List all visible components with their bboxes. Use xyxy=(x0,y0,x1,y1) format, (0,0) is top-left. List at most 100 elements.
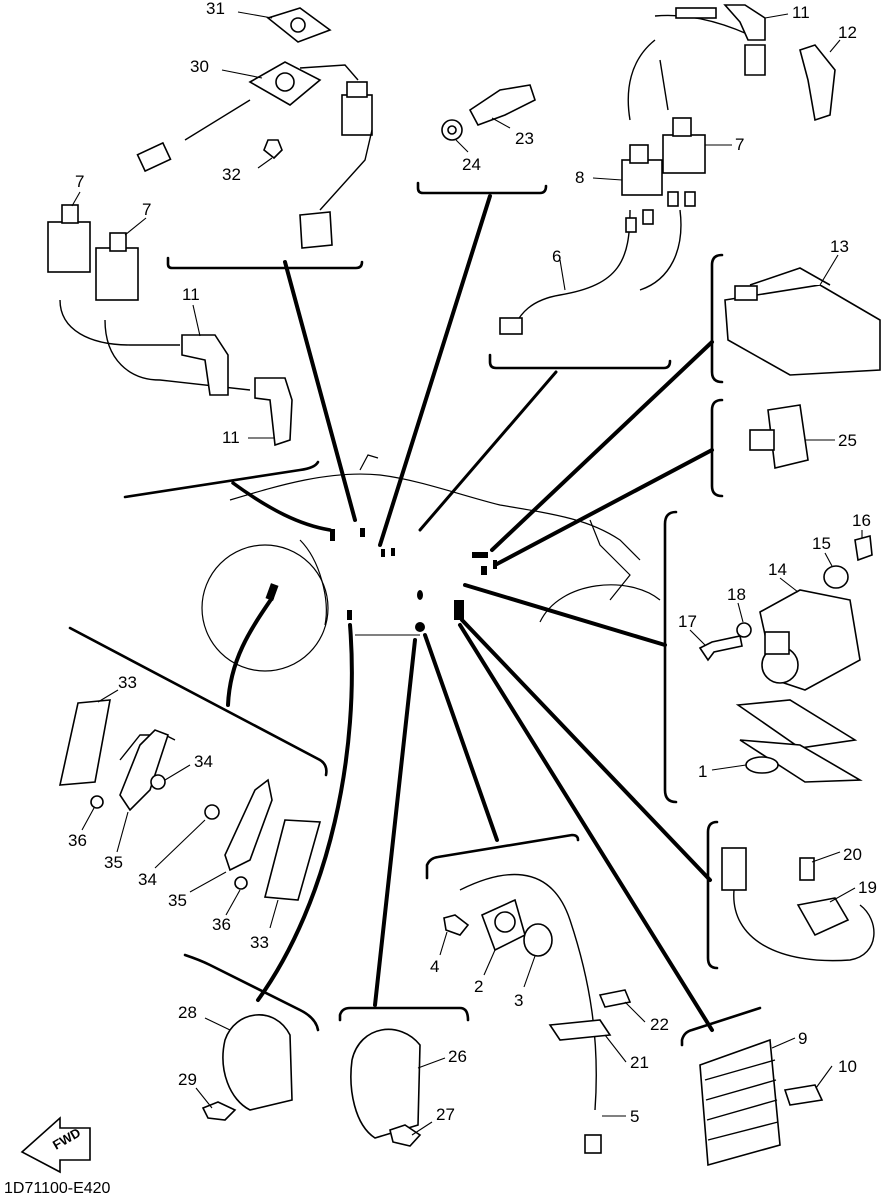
sender-wire xyxy=(184,99,251,141)
mark-cdi xyxy=(472,552,488,558)
lead-17 xyxy=(689,629,706,646)
sender-port xyxy=(275,72,295,92)
group-brackets xyxy=(68,181,762,1047)
cdi-unit-assembly xyxy=(724,267,881,376)
seat-outline xyxy=(359,454,379,471)
fwd-arrow: FWD xyxy=(20,1116,91,1174)
lead-8 xyxy=(592,177,623,181)
callout-2: 2 xyxy=(474,977,483,996)
stay-35b xyxy=(224,778,273,872)
washer-18 xyxy=(736,622,752,638)
callout-21: 21 xyxy=(630,1053,649,1072)
plug-cap-12 xyxy=(799,44,836,122)
plug-cap-11a xyxy=(723,4,766,41)
harness-6 xyxy=(514,209,631,326)
grommet-15 xyxy=(823,565,849,589)
rear-fender-outline xyxy=(299,539,327,626)
bracket-fuel-sender xyxy=(166,256,364,270)
starter-relay-coupler xyxy=(764,631,790,655)
coil-harness-assembly xyxy=(499,4,836,335)
switch-23 xyxy=(468,84,536,126)
mark-relay xyxy=(481,566,487,575)
bracket-starter-relay xyxy=(663,510,678,804)
callout-22: 22 xyxy=(650,1015,669,1034)
lead-21 xyxy=(604,1034,627,1063)
lead-11b xyxy=(192,304,201,337)
callout-11-top: 11 xyxy=(792,3,810,22)
bracket-relay xyxy=(710,398,724,498)
bracket-neutral xyxy=(425,833,580,880)
leader-relay xyxy=(493,448,714,567)
lead-36a xyxy=(81,807,95,831)
mark-horn xyxy=(415,622,425,632)
screw-32 xyxy=(263,139,283,160)
nut-34b xyxy=(204,804,220,820)
lead-35a xyxy=(116,811,129,853)
plug-cap-11a-body xyxy=(744,44,766,76)
ign-lead-a xyxy=(59,299,180,346)
callout-7-left-b: 7 xyxy=(142,200,151,219)
lead-19 xyxy=(829,887,856,903)
lead-22 xyxy=(624,1001,646,1023)
mark-fuel-sender xyxy=(360,528,365,537)
lead-34a xyxy=(164,764,191,781)
relay-connector xyxy=(749,429,775,451)
lead-31 xyxy=(237,11,273,19)
sensor-connector xyxy=(721,847,747,891)
bolt-27 xyxy=(389,1124,422,1147)
washer-36a xyxy=(90,795,104,809)
lead-30 xyxy=(221,69,263,79)
leader-cdi xyxy=(490,340,714,552)
rectifier-9 xyxy=(699,1038,781,1167)
callout-17: 17 xyxy=(678,612,697,631)
gasket-hole xyxy=(290,17,306,33)
callout-7-right: 7 xyxy=(735,135,744,154)
horn-26 xyxy=(350,1028,421,1139)
callout-12: 12 xyxy=(838,23,857,42)
leader-coil-harness xyxy=(418,370,558,532)
stay-35a xyxy=(119,729,169,812)
horn-28 xyxy=(222,1014,293,1111)
relay-assembly xyxy=(749,404,809,469)
bracket-ignition xyxy=(123,460,320,499)
housing-2-port xyxy=(494,911,516,933)
mark-neutral xyxy=(417,590,423,600)
lead-6 xyxy=(559,259,566,291)
callout-3: 3 xyxy=(514,991,523,1010)
terminal-5 xyxy=(584,1134,602,1154)
callout-27: 27 xyxy=(436,1105,455,1124)
lead-32 xyxy=(257,157,273,169)
bracket-coil-harness xyxy=(488,353,672,370)
bolt-29 xyxy=(201,1101,237,1121)
screw-22 xyxy=(598,989,632,1008)
reflector-33a xyxy=(58,699,111,786)
lead-1 xyxy=(711,764,747,771)
callout-18: 18 xyxy=(727,585,746,604)
sender-unit-box xyxy=(341,94,373,136)
callout-10: 10 xyxy=(838,1057,857,1076)
cdi-connector xyxy=(734,285,758,301)
coil-lead-b xyxy=(659,59,669,111)
callout-35-a: 35 xyxy=(104,853,123,872)
fwd-arrow-shape xyxy=(20,1116,91,1174)
lead-3 xyxy=(523,955,536,988)
leader-sensor xyxy=(460,618,712,882)
mark-horn-rear xyxy=(347,610,352,620)
callout-23: 23 xyxy=(515,129,534,148)
neutral-lead-wire xyxy=(459,873,597,1111)
callout-30: 30 xyxy=(190,57,209,76)
leader-neutral xyxy=(423,633,499,842)
nut-34a xyxy=(150,774,166,790)
band-1-lower xyxy=(739,739,863,783)
coil-7b xyxy=(47,221,91,273)
cap-16 xyxy=(854,534,873,562)
coil-7b-top xyxy=(61,204,79,224)
lead-24 xyxy=(455,139,469,153)
lead-9 xyxy=(771,1037,796,1049)
bracket-horn-rear xyxy=(183,953,320,1032)
mark-ignition-coil xyxy=(330,529,335,541)
callout-labels: 31 30 32 23 24 11 12 7 8 6 7 7 11 11 13 … xyxy=(68,0,877,1126)
lead-13 xyxy=(819,254,839,286)
plug-cord-end xyxy=(675,7,717,19)
callout-26: 26 xyxy=(448,1047,467,1066)
